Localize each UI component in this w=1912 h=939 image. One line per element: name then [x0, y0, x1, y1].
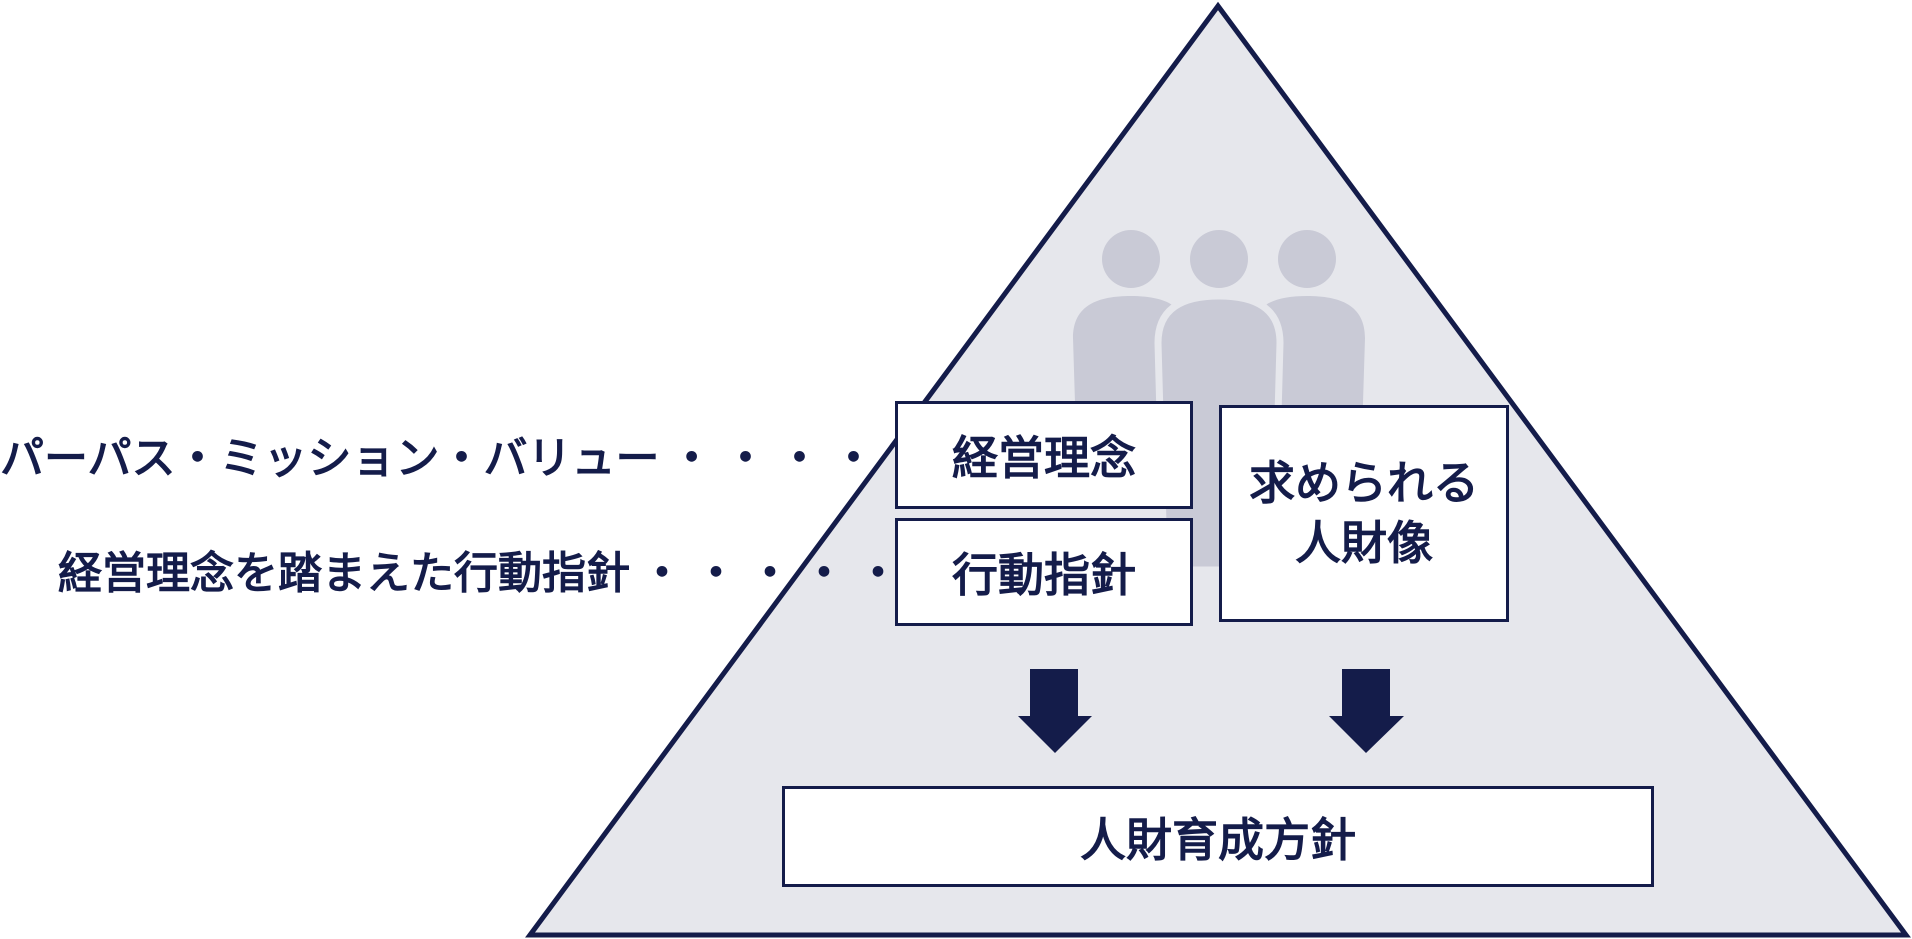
desired-talent-box: 求められる 人財像 — [1219, 405, 1509, 622]
conduct-based-on-philosophy-label: 経営理念を踏まえた行動指針・・・・・ — [58, 552, 910, 596]
purpose-text: パーパス・ミッション・バリュー — [0, 433, 660, 484]
talent-development-policy-text: 人財育成方針 — [1080, 812, 1356, 867]
arrow-down-icon-right — [1329, 669, 1404, 753]
leader-dots: ・・・・ — [669, 433, 886, 484]
management-philosophy-box: 経営理念 — [895, 401, 1193, 509]
conduct-text: 経営理念を踏まえた行動指針 — [58, 548, 630, 599]
management-philosophy-text: 経営理念 — [952, 431, 1136, 485]
leader-dots: ・・・・・ — [640, 548, 910, 599]
conduct-guideline-text: 行動指針 — [952, 548, 1136, 602]
conduct-guideline-box: 行動指針 — [895, 518, 1193, 626]
desired-talent-line1: 求められる — [1249, 455, 1479, 510]
desired-talent-line2: 人財像 — [1295, 515, 1433, 570]
talent-development-policy-box: 人財育成方針 — [782, 786, 1654, 887]
arrow-down-icon-left — [1018, 669, 1092, 753]
purpose-mission-value-label: パーパス・ミッション・バリュー・・・・ — [0, 437, 886, 481]
